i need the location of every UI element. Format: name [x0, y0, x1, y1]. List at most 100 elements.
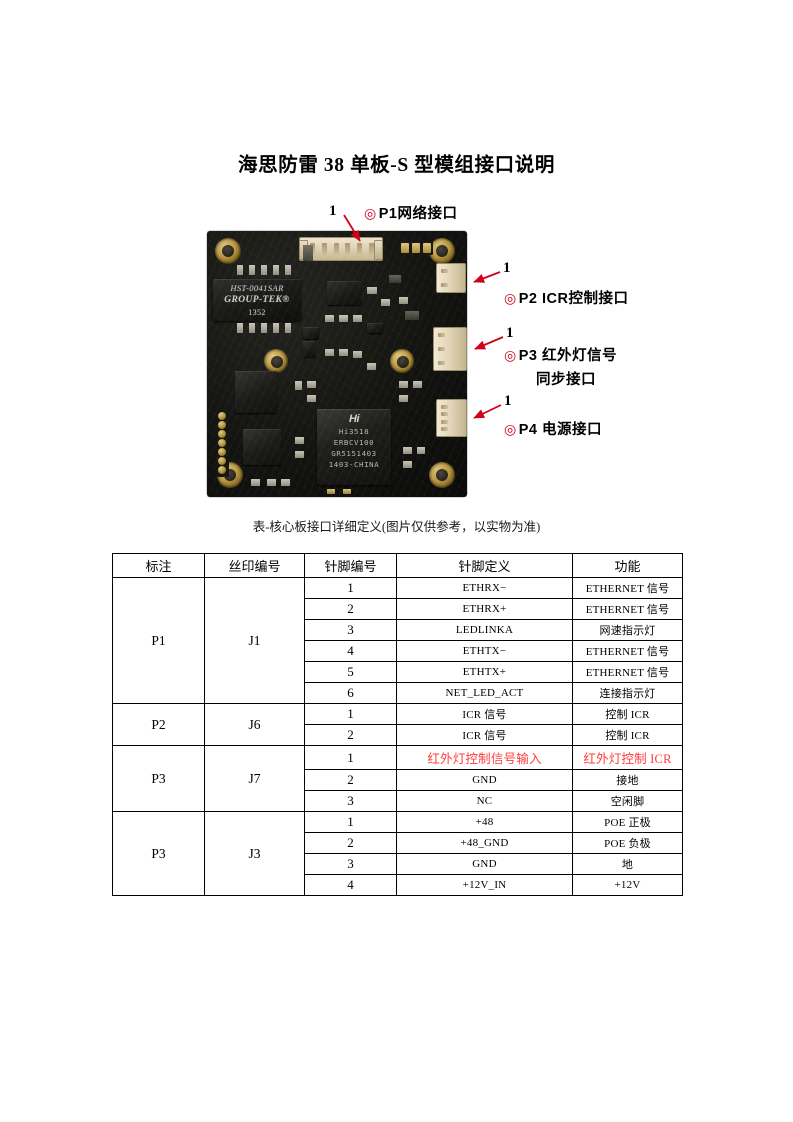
ethernet-phy-chip	[327, 281, 361, 305]
p3-ir-sync-connector	[433, 327, 467, 371]
soc-part-number: Hi3518	[338, 427, 370, 436]
smd-ic-small	[367, 323, 383, 333]
cell-function: 控制 ICR	[572, 724, 683, 746]
table-header-row: 标注 丝印编号 针脚编号 针脚定义 功能	[112, 553, 683, 578]
cell-function: ETHERNET 信号	[572, 598, 683, 620]
cell-mark: P3	[112, 811, 205, 896]
cell-pin-number: 2	[304, 769, 397, 791]
callout-number-p1: 1	[329, 203, 337, 219]
cell-pin-definition: ETHRX−	[396, 577, 573, 599]
callout-number-p2: 1	[503, 260, 511, 276]
memory-chip	[235, 371, 277, 413]
connector-latch-icon	[374, 240, 383, 260]
cell-function: ETHERNET 信号	[572, 640, 683, 662]
mounting-hole-icon	[390, 349, 414, 373]
cell-pin-number: 2	[304, 832, 397, 854]
mounting-hole-icon	[429, 462, 455, 488]
cell-pin-definition: ETHTX−	[396, 640, 573, 662]
cell-pin-definition: NC	[396, 790, 573, 812]
transformer-date-code: 1352	[248, 308, 266, 317]
soc-variant-code: ERBCV100	[333, 438, 375, 447]
cell-pin-number: 2	[304, 724, 397, 746]
cell-function: 网速指示灯	[572, 619, 683, 641]
cell-pin-definition: ICR 信号	[396, 724, 573, 746]
p2-icr-connector	[436, 263, 466, 293]
p4-power-connector	[436, 399, 467, 437]
transformer-part-number: HST-0041SAR	[230, 283, 284, 293]
figure-caption: 表-核心板接口详细定义(图片仅供参考，以实物为准)	[252, 520, 541, 534]
cell-pin-number: 1	[304, 577, 397, 599]
pcb-board-photo: HST-0041SAR GROUP-TEK® 1352 Hi Hi3518 ER…	[207, 231, 467, 497]
callout-text-p3: P3 红外灯信号	[518, 348, 617, 364]
cell-pin-definition: ICR 信号	[396, 703, 573, 725]
target-bullet-icon: ◎	[504, 347, 517, 363]
connector-pin-slots	[438, 333, 445, 365]
power-management-chip	[243, 429, 281, 465]
cell-pin-definition: +48	[396, 811, 573, 833]
mounting-hole-icon	[264, 349, 288, 373]
cell-pin-number: 4	[304, 640, 397, 662]
cell-function: ETHERNET 信号	[572, 577, 683, 599]
connector-pin-slots	[441, 269, 448, 287]
connector-pin-slots	[310, 243, 374, 255]
cell-pin-definition: NET_LED_ACT	[396, 682, 573, 704]
cell-mark: P2	[112, 703, 205, 746]
table-row: 4+12V_IN+12V	[113, 874, 683, 896]
target-bullet-icon: ◎	[504, 421, 517, 437]
cell-pin-definition: GND	[396, 853, 573, 875]
cell-mark: P1	[112, 577, 205, 704]
cell-silkscreen: J7	[204, 745, 305, 812]
cell-pin-number: 1	[304, 745, 397, 770]
smd-ic-small	[303, 341, 315, 357]
ethernet-transformer: HST-0041SAR GROUP-TEK® 1352	[213, 279, 301, 321]
cell-silkscreen: J3	[204, 811, 305, 896]
cell-pin-number: 4	[304, 874, 397, 896]
column-header-pinno: 针脚编号	[304, 553, 397, 578]
cell-pin-number: 3	[304, 853, 397, 875]
soc-lot-code: GR5151403	[331, 449, 377, 458]
target-bullet-icon: ◎	[504, 290, 517, 306]
cell-pin-definition: ETHRX+	[396, 598, 573, 620]
cell-pin-definition: LEDLINKA	[396, 619, 573, 641]
callout-label-p3: ◎P3 红外灯信号	[504, 344, 617, 365]
cell-pin-definition: +48_GND	[396, 832, 573, 854]
cell-function: 空闲脚	[572, 790, 683, 812]
cell-pin-number: 1	[304, 703, 397, 725]
soc-origin-code: 1403-CHINA	[328, 460, 380, 469]
column-header-silk: 丝印编号	[204, 553, 305, 578]
cell-silkscreen: J6	[204, 703, 305, 746]
cell-pin-number: 3	[304, 619, 397, 641]
page-title: 海思防雷 38 单板-S 型模组接口说明	[238, 155, 555, 176]
cell-pin-number: 6	[304, 682, 397, 704]
callout-label-p2: ◎P2 ICR控制接口	[504, 287, 628, 308]
cell-pin-number: 5	[304, 661, 397, 683]
callout-text-p4: P4 电源接口	[518, 422, 602, 438]
gold-test-pads	[399, 241, 433, 255]
cell-function: ETHERNET 信号	[572, 661, 683, 683]
column-header-def: 针脚定义	[396, 553, 573, 578]
cell-pin-definition: GND	[396, 769, 573, 791]
target-bullet-icon: ◎	[364, 205, 377, 221]
callout-number-p3: 1	[506, 325, 514, 341]
cell-function: 控制 ICR	[572, 703, 683, 725]
callout-text-p1: P1网络接口	[378, 206, 458, 222]
cell-pin-definition: 红外灯控制信号输入	[396, 745, 573, 770]
connector-pin-slots	[441, 405, 448, 431]
callout-text-p2: P2 ICR控制接口	[518, 291, 629, 307]
cell-function: POE 负极	[572, 832, 683, 854]
main-soc-chip: Hi Hi3518 ERBCV100 GR5151403 1403-CHINA	[317, 409, 391, 485]
cell-pin-definition: +12V_IN	[396, 874, 573, 896]
